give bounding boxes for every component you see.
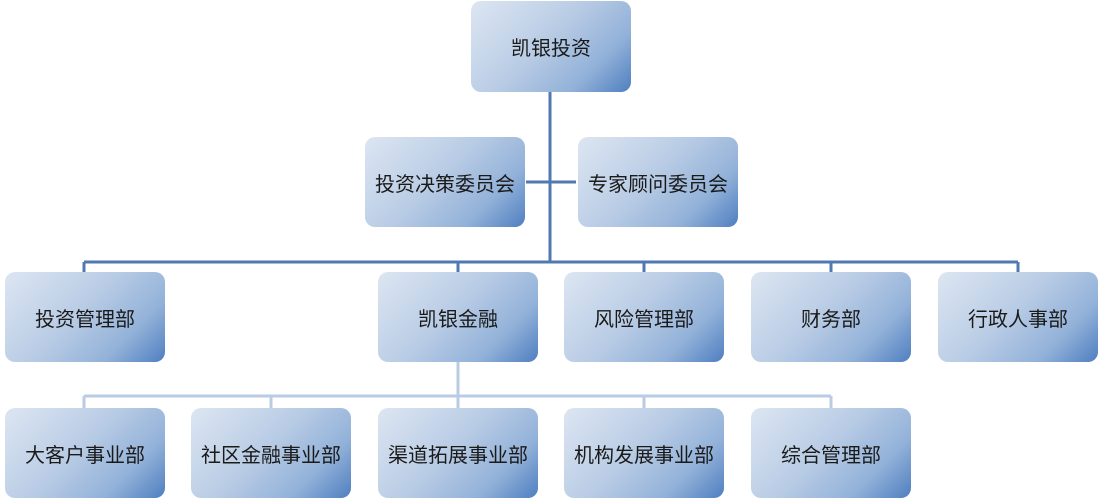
- node-label: 凯银金融: [418, 306, 498, 331]
- node-label: 社区金融事业部: [201, 442, 341, 467]
- node-sub-community-finance: 社区金融事业部: [191, 408, 351, 498]
- node-label: 行政人事部: [968, 306, 1068, 331]
- node-dept-admin-hr: 行政人事部: [938, 272, 1098, 362]
- node-committee-expert-advisory: 专家顾问委员会: [578, 137, 738, 227]
- node-label: 财务部: [801, 306, 861, 331]
- node-dept-investment-management: 投资管理部: [5, 272, 165, 362]
- node-sub-general-management: 综合管理部: [751, 408, 911, 498]
- node-dept-finance: 财务部: [751, 272, 911, 362]
- node-label: 风险管理部: [594, 306, 694, 331]
- node-committee-investment-decision: 投资决策委员会: [365, 137, 525, 227]
- node-label: 投资管理部: [35, 306, 135, 331]
- node-sub-major-clients: 大客户事业部: [5, 408, 165, 498]
- node-root: 凯银投资: [471, 1, 631, 92]
- node-label: 渠道拓展事业部: [388, 442, 528, 467]
- node-sub-channel-expansion: 渠道拓展事业部: [378, 408, 538, 498]
- node-sub-institution-development: 机构发展事业部: [564, 408, 724, 498]
- sub-connectors: [82, 362, 833, 408]
- node-dept-risk-management: 风险管理部: [564, 272, 724, 362]
- node-label: 专家顾问委员会: [588, 171, 728, 196]
- node-label: 大客户事业部: [25, 442, 145, 467]
- main-connectors: [82, 92, 1020, 272]
- node-label: 机构发展事业部: [574, 442, 714, 467]
- node-label: 综合管理部: [781, 442, 881, 467]
- node-dept-kaiyin-finance: 凯银金融: [378, 272, 538, 362]
- node-root-label: 凯银投资: [511, 36, 591, 60]
- node-label: 投资决策委员会: [375, 171, 515, 196]
